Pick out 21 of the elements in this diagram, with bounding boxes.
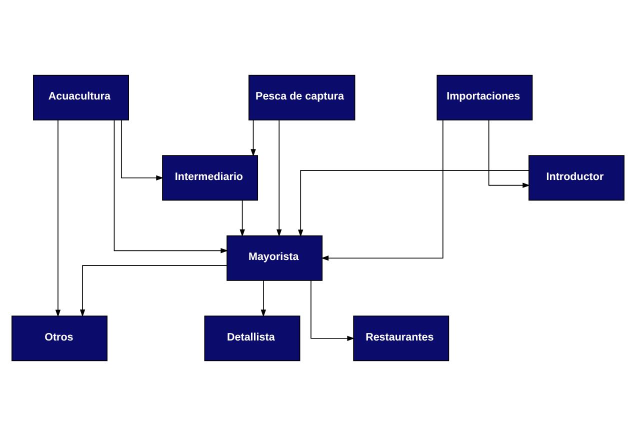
- arrow: [55, 120, 61, 318]
- node-box: Introductor: [528, 155, 624, 201]
- arrow: [488, 120, 530, 188]
- arrow: [321, 120, 444, 261]
- arrow: [80, 265, 228, 317]
- arrow: [298, 170, 530, 238]
- arrow: [310, 280, 355, 341]
- node-box: Detallista: [204, 316, 300, 362]
- node-box: Acuacultura: [33, 74, 129, 120]
- arrow: [240, 200, 245, 237]
- arrow: [276, 120, 282, 237]
- node-box: Importaciones: [436, 74, 533, 120]
- arrow: [260, 280, 266, 318]
- node-box: Restaurantes: [353, 316, 450, 362]
- arrow: [120, 120, 164, 180]
- node-box: Mayorista: [226, 235, 323, 281]
- node-box: Intermediario: [162, 155, 258, 201]
- arrow: [114, 120, 228, 254]
- node-box: Otros: [12, 316, 108, 362]
- node-box: Pesca de captura: [248, 74, 356, 120]
- arrow: [250, 120, 256, 157]
